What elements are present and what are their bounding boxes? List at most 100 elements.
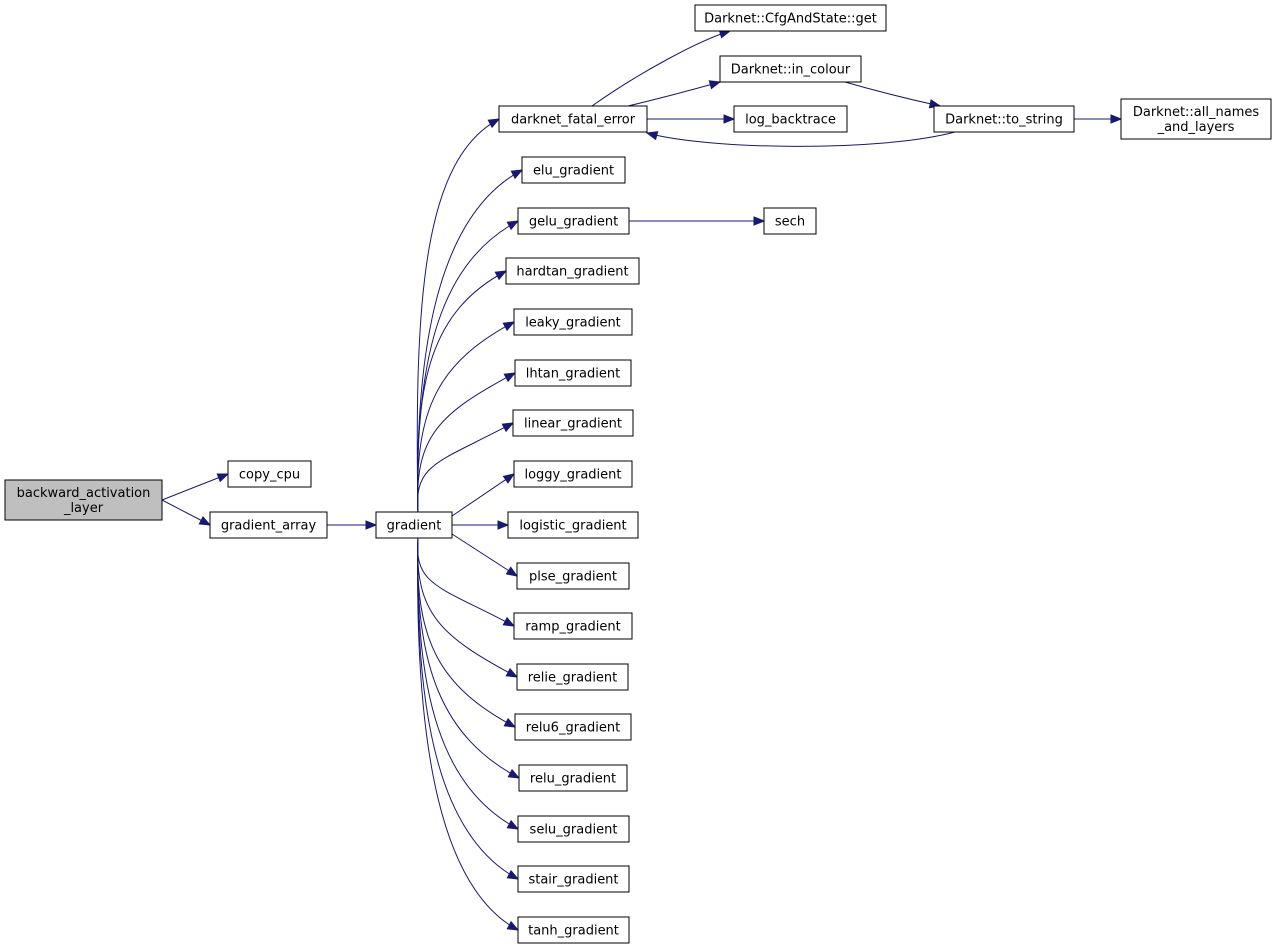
- node-label: ramp_gradient: [525, 620, 621, 635]
- edge-gradient-to-linear-gradient: [417, 422, 515, 513]
- node-box[interactable]: [517, 865, 630, 893]
- edge-gradient-to-hardtan-gradient-arrowhead: [494, 270, 508, 281]
- node-label: sech: [775, 215, 805, 230]
- edge-gradient-to-leaky-gradient-arrowhead: [502, 321, 516, 332]
- node-box[interactable]: [933, 105, 1075, 133]
- node-box[interactable]: [694, 4, 887, 32]
- node-box[interactable]: [719, 55, 862, 83]
- node-box[interactable]: [518, 764, 628, 792]
- edge-gradient-to-lhtan-gradient-line: [417, 372, 516, 513]
- node-box[interactable]: [516, 663, 629, 691]
- edge-gradient-to-elu-gradient-arrowhead: [510, 169, 524, 180]
- node-linear-gradient[interactable]: linear_gradient: [512, 409, 634, 437]
- node-box[interactable]: [521, 156, 626, 184]
- node-box[interactable]: [513, 308, 633, 336]
- node-darknet-fatal-error[interactable]: darknet_fatal_error: [498, 105, 648, 133]
- node-ramp-gradient[interactable]: ramp_gradient: [513, 612, 633, 640]
- node-in-colour[interactable]: Darknet::in_colour: [719, 55, 862, 83]
- edge-gradient-to-elu-gradient-line: [417, 169, 523, 513]
- edge-gradient-to-ramp-gradient-arrowhead: [502, 616, 516, 627]
- node-loggy-gradient[interactable]: loggy_gradient: [513, 460, 633, 488]
- node-copy-cpu[interactable]: copy_cpu: [227, 460, 312, 488]
- node-box[interactable]: [498, 105, 648, 133]
- node-box[interactable]: [505, 257, 640, 285]
- edge-gradient-to-darknet-fatal-error-line: [416, 118, 500, 513]
- edge-gradient-to-relie-gradient-line: [417, 537, 518, 678]
- node-label: elu_gradient: [533, 164, 614, 179]
- edge-gradient-array-to-gradient-arrowhead: [365, 520, 378, 530]
- node-relu-gradient[interactable]: relu_gradient: [518, 764, 628, 792]
- node-box[interactable]: [733, 105, 848, 133]
- node-stair-gradient[interactable]: stair_gradient: [517, 865, 630, 893]
- edge-darknet-fatal-error-to-in-colour: [627, 80, 722, 107]
- node-lhtan-gradient[interactable]: lhtan_gradient: [514, 359, 632, 387]
- edge-gradient-to-leaky-gradient: [417, 321, 516, 513]
- edge-gradient-to-plse-gradient: [451, 533, 519, 577]
- node-sech[interactable]: sech: [763, 207, 817, 235]
- node-box[interactable]: [1120, 98, 1272, 140]
- node-cfg-get[interactable]: Darknet::CfgAndState::get: [694, 4, 887, 32]
- edge-gradient-to-relu6-gradient: [417, 537, 517, 728]
- node-box[interactable]: [4, 479, 163, 521]
- node-relu6-gradient[interactable]: relu6_gradient: [514, 713, 632, 741]
- node-box[interactable]: [513, 612, 633, 640]
- node-box[interactable]: [375, 511, 453, 539]
- edge-in-colour-to-to-string-line: [844, 81, 941, 107]
- edge-gelu-gradient-to-sech-arrowhead: [753, 216, 766, 226]
- node-box[interactable]: [227, 460, 312, 488]
- node-box[interactable]: [516, 562, 630, 590]
- node-backward-activation-layer[interactable]: backward_activation_layer: [4, 479, 163, 521]
- edge-gradient-to-gelu-gradient-line: [417, 220, 519, 513]
- node-label: relu6_gradient: [526, 721, 620, 736]
- node-relie-gradient[interactable]: relie_gradient: [516, 663, 629, 691]
- node-label: linear_gradient: [524, 417, 622, 432]
- node-log-backtrace[interactable]: log_backtrace: [733, 105, 848, 133]
- edge-darknet-fatal-error-to-cfg-get-line: [591, 30, 731, 107]
- edge-darknet-fatal-error-to-cfg-get: [591, 29, 732, 107]
- node-box[interactable]: [513, 460, 633, 488]
- node-all-names[interactable]: Darknet::all_names_and_layers: [1120, 98, 1272, 140]
- node-label: _and_layers: [1157, 120, 1235, 135]
- node-elu-gradient[interactable]: elu_gradient: [521, 156, 626, 184]
- node-box[interactable]: [517, 207, 630, 235]
- edge-gradient-to-relie-gradient-arrowhead: [505, 667, 519, 678]
- edge-backward-activation-layer-to-copy-cpu: [161, 473, 230, 501]
- edge-backward-activation-layer-to-gradient-array: [161, 499, 212, 526]
- node-gelu-gradient[interactable]: gelu_gradient: [517, 207, 630, 235]
- node-gradient[interactable]: gradient: [375, 511, 453, 539]
- node-label: relu_gradient: [530, 772, 616, 787]
- node-box[interactable]: [517, 815, 630, 843]
- edge-gradient-to-logistic-gradient-arrowhead: [497, 520, 510, 530]
- node-label: selu_gradient: [530, 823, 618, 838]
- node-tanh-gradient[interactable]: tanh_gradient: [517, 916, 630, 944]
- edge-to-string-to-all-names-arrowhead: [1110, 114, 1123, 124]
- node-box[interactable]: [209, 511, 328, 539]
- node-box[interactable]: [514, 713, 632, 741]
- node-box[interactable]: [507, 511, 639, 539]
- node-leaky-gradient[interactable]: leaky_gradient: [513, 308, 633, 336]
- node-label: copy_cpu: [239, 468, 300, 483]
- edge-gradient-to-loggy-gradient-line: [451, 473, 515, 517]
- node-box[interactable]: [512, 409, 634, 437]
- node-to-string[interactable]: Darknet::to_string: [933, 105, 1075, 133]
- node-box[interactable]: [517, 916, 630, 944]
- edges-layer: [161, 29, 1123, 931]
- edge-gradient-to-relu6-gradient-arrowhead: [503, 717, 517, 728]
- node-plse-gradient[interactable]: plse_gradient: [516, 562, 630, 590]
- edge-gradient-to-tanh-gradient-line: [417, 537, 519, 931]
- node-label: gradient: [387, 519, 442, 534]
- node-selu-gradient[interactable]: selu_gradient: [517, 815, 630, 843]
- edge-gradient-to-relu6-gradient-line: [417, 537, 516, 728]
- node-hardtan-gradient[interactable]: hardtan_gradient: [505, 257, 640, 285]
- node-box[interactable]: [514, 359, 632, 387]
- edge-backward-activation-layer-to-copy-cpu-line: [161, 473, 229, 501]
- node-label: lhtan_gradient: [526, 367, 620, 382]
- node-label: backward_activation: [17, 486, 151, 501]
- edge-gradient-to-selu-gradient-arrowhead: [506, 819, 520, 830]
- node-label: gradient_array: [221, 519, 317, 534]
- node-box[interactable]: [763, 207, 817, 235]
- node-logistic-gradient[interactable]: logistic_gradient: [507, 511, 639, 539]
- node-label: _layer: [63, 501, 104, 516]
- node-gradient-array[interactable]: gradient_array: [209, 511, 328, 539]
- node-label: gelu_gradient: [529, 215, 618, 230]
